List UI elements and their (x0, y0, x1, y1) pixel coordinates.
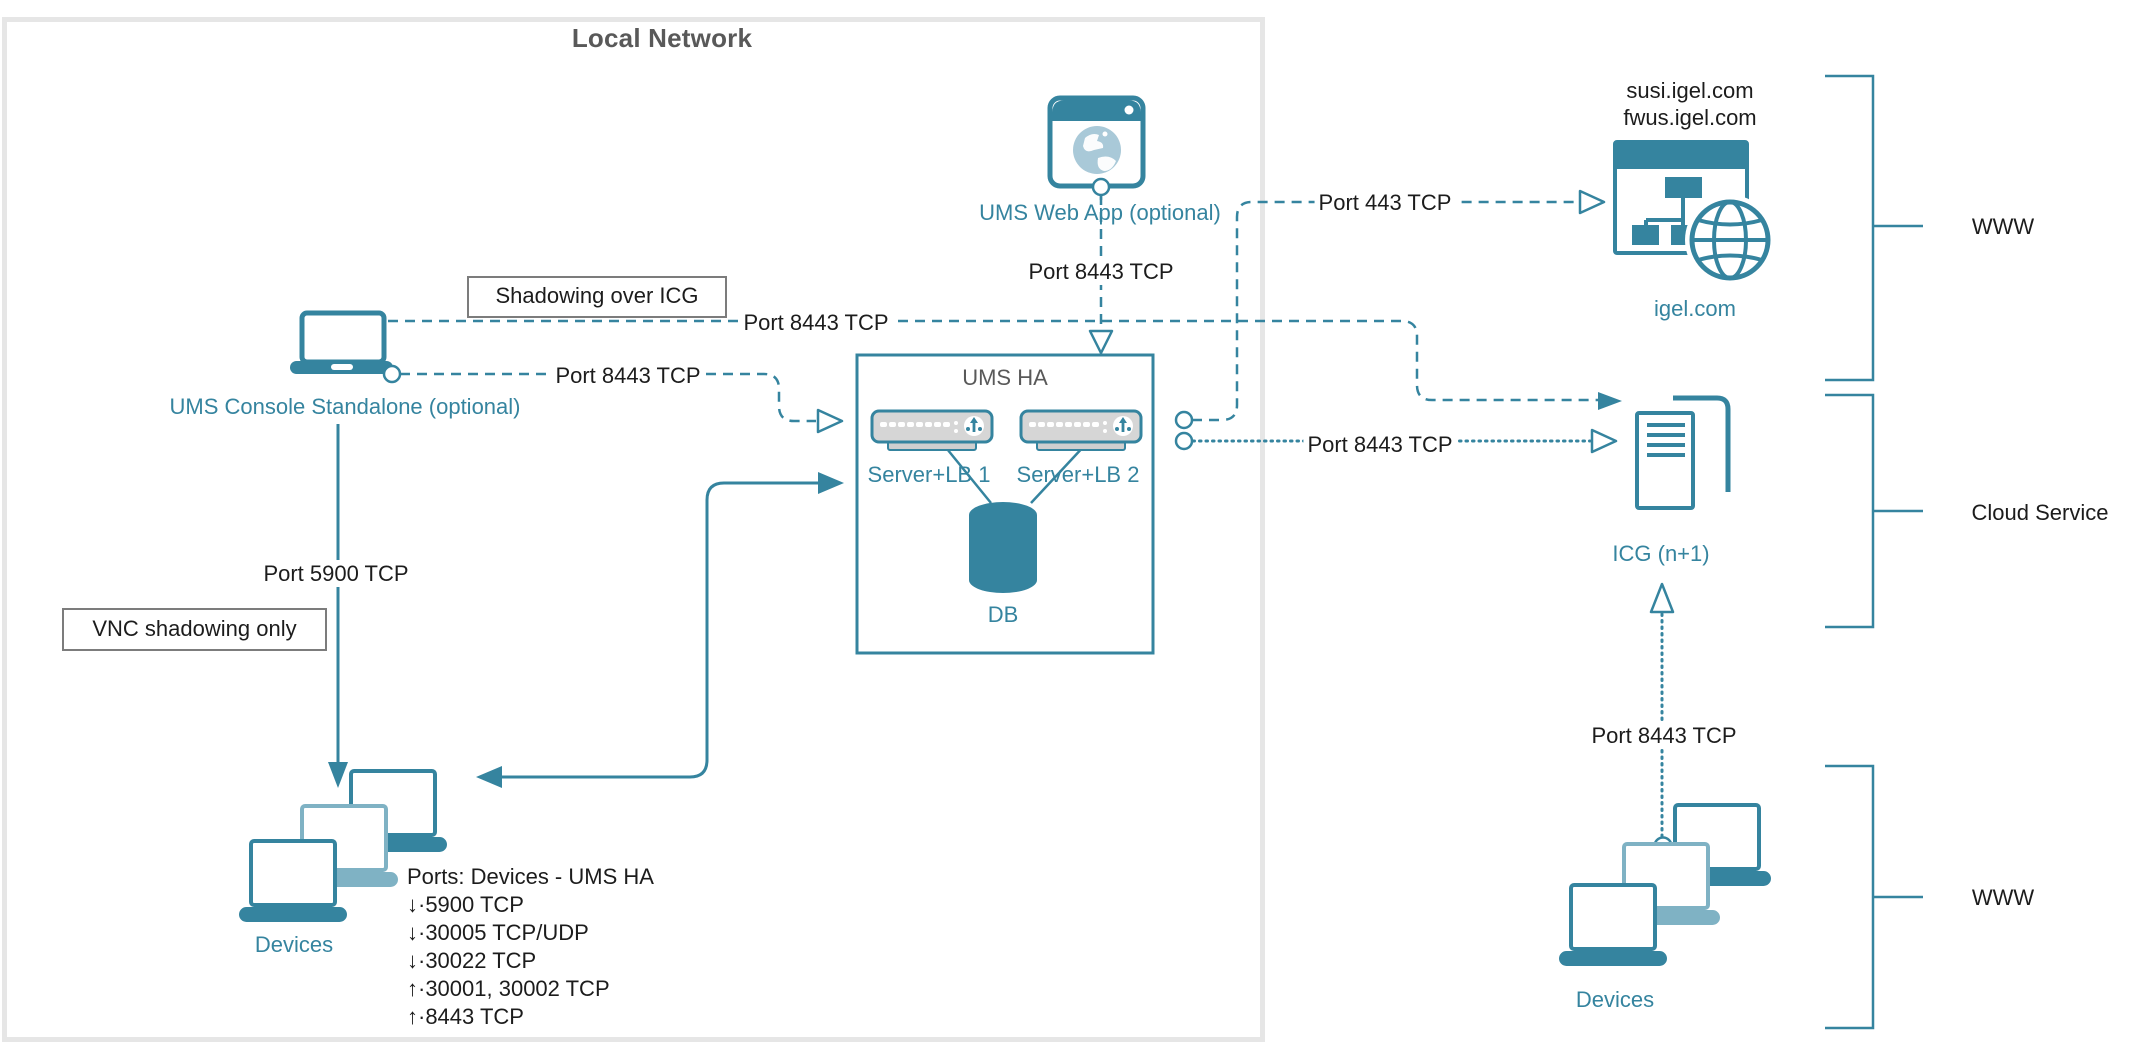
zone-label-www-bottom: WWW (1971, 885, 2035, 910)
ums-console-laptop-icon (290, 310, 402, 384)
edge-label-shadowing-port: Port 8443 TCP (739, 309, 893, 336)
ports-list-title: Ports: Devices - UMS HA (407, 864, 654, 889)
edge-console-to-devices (328, 424, 348, 788)
db-label: DB (987, 602, 1019, 627)
igel-domain-1: susi.igel.com (1626, 78, 1754, 103)
server-lb1-icon (870, 409, 994, 452)
edge-umsha-to-igel (1192, 189, 1606, 422)
edge-webapp-to-umsha (1088, 195, 1114, 355)
globe-icon (1073, 126, 1121, 174)
devices-remote-icon (1557, 803, 1773, 968)
edge-console-shadowing-to-icg (388, 319, 1622, 410)
ports-list-item: ↓·5900 TCP (407, 892, 524, 917)
igel-domains: susi.igel.com fwus.igel.com (1623, 77, 1756, 131)
ports-list: Ports: Devices - UMS HA ↓·5900 TCP ↓·300… (407, 863, 654, 1031)
shadowing-over-icg-callout: Shadowing over ICG (467, 276, 727, 318)
zone-label-www-top: WWW (1971, 214, 2035, 239)
ports-list-item: ↓·30022 TCP (407, 948, 537, 973)
ports-list-item: ↑·8443 TCP (407, 1004, 524, 1029)
umsha-title: UMS HA (962, 365, 1048, 390)
edge-label-webapp-umsha-port: Port 8443 TCP (1024, 258, 1178, 285)
vnc-shadowing-only-callout: VNC shadowing only (62, 608, 327, 651)
ums-console-label: UMS Console Standalone (optional) (169, 394, 521, 419)
server-lb2-label: Server+LB 2 (1016, 462, 1140, 487)
icg-icon (1635, 395, 1731, 510)
devices-local-label: Devices (254, 932, 334, 957)
edge-devices-umsha-bidirectional (476, 472, 844, 788)
edge-label-console-devices-port: Port 5900 TCP (259, 560, 413, 587)
edge-label-umsha-igel-port: Port 443 TCP (1314, 189, 1456, 216)
ports-list-item: ↑·30001, 30002 TCP (407, 976, 610, 1001)
zone-label-cloud-service: Cloud Service (1971, 500, 2109, 525)
devices-remote-label: Devices (1575, 987, 1655, 1012)
server-lb1-label: Server+LB 1 (867, 462, 991, 487)
globe-icon (1685, 195, 1775, 285)
ums-web-app-label: UMS Web App (optional) (979, 200, 1221, 225)
edge-label-umsha-icg-port: Port 8443 TCP (1303, 431, 1457, 458)
umsha-box (855, 353, 1194, 655)
local-network-title: Local Network (571, 23, 753, 53)
ums-web-app-icon (1047, 95, 1146, 200)
server-lb2-icon (1019, 409, 1143, 452)
edge-devices-to-icg (1649, 582, 1675, 856)
zone-bracket-www-bottom (1825, 764, 1923, 1030)
zone-bracket-cloud-service (1825, 393, 1923, 629)
sitemap-icon (1632, 177, 1702, 245)
igel-domain-2: fwus.igel.com (1623, 105, 1757, 130)
edge-label-console-umsha-port: Port 8443 TCP (551, 362, 705, 389)
icg-label: ICG (n+1) (1612, 541, 1710, 566)
igel-site-icon (1613, 140, 1775, 285)
zone-bracket-www-top (1825, 74, 1923, 382)
igel-label: igel.com (1654, 296, 1736, 321)
db-cylinder-icon (969, 502, 1037, 593)
ports-list-item: ↓·30005 TCP/UDP (407, 920, 589, 945)
edge-console-to-umsha (400, 372, 844, 434)
edge-umsha-to-icg (1191, 428, 1618, 454)
edge-label-devices-icg-port: Port 8443 TCP (1587, 722, 1741, 749)
